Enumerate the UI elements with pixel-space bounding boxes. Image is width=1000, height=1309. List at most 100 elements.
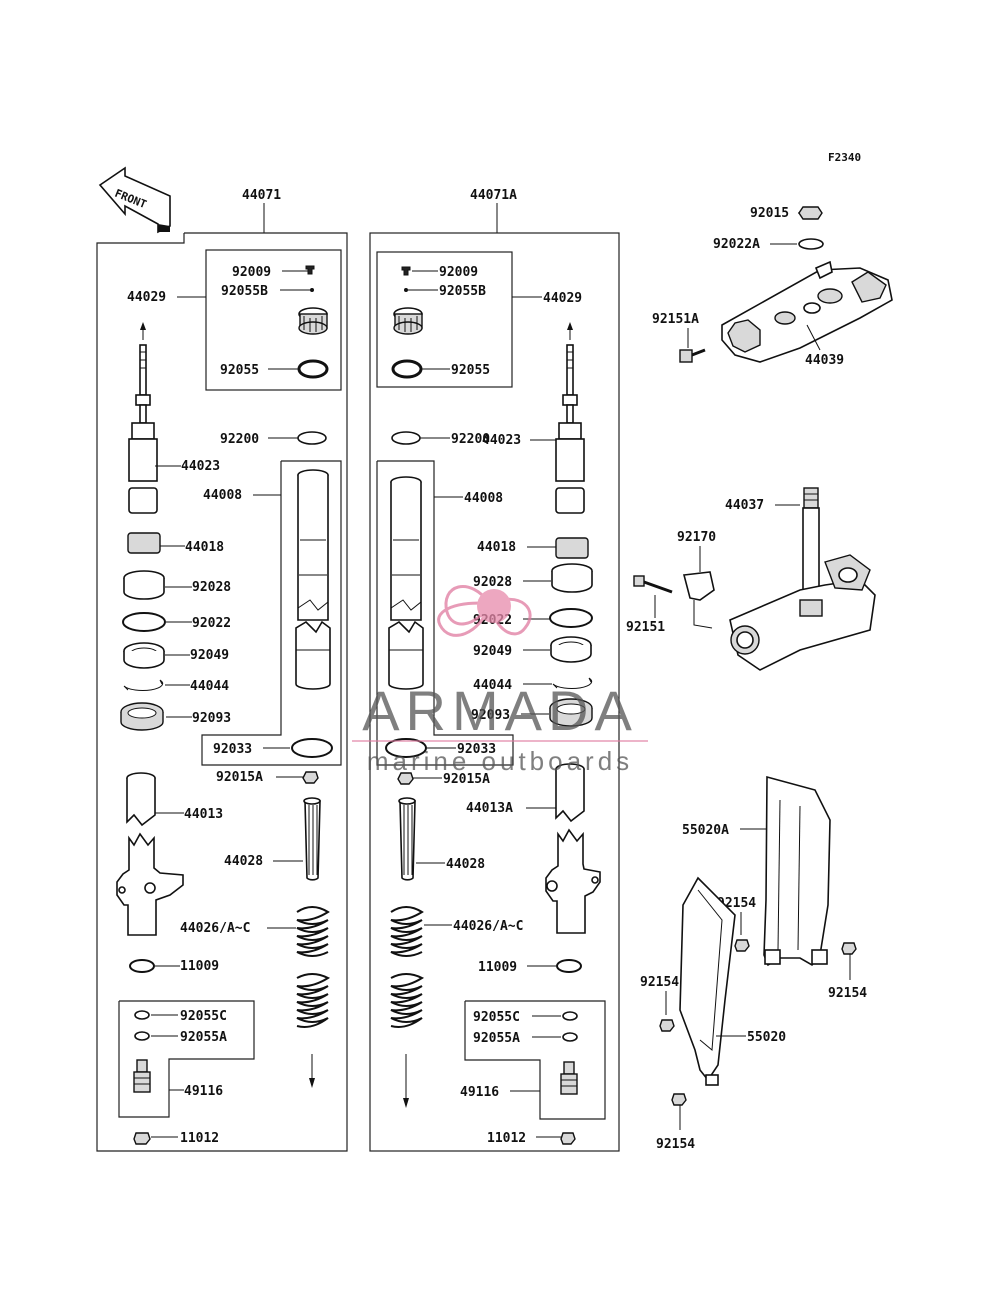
label-44028: 44028 [446, 857, 485, 872]
o-ring-icon [562, 1032, 578, 1042]
label-92154-d: 92154 [656, 1137, 695, 1152]
o-ring-icon [391, 359, 423, 379]
bolt-icon [841, 942, 857, 955]
label-92154-c: 92154 [640, 975, 679, 990]
label-44044: 44044 [473, 678, 512, 693]
armada-watermark: ARMADA marine outboards [352, 585, 648, 776]
label-92015A: 92015A [216, 770, 263, 785]
circlip-icon [123, 679, 164, 691]
top-clamp-icon [721, 260, 893, 363]
label-92049: 92049 [190, 648, 229, 663]
label-49116: 49116 [184, 1084, 223, 1099]
label-11012: 11012 [180, 1131, 219, 1146]
bushing-icon [555, 537, 589, 559]
spring-guide-icon [398, 797, 416, 881]
label-92151A: 92151A [652, 312, 699, 327]
label-92009: 92009 [232, 265, 271, 280]
watermark-tagline: marine outboards [367, 746, 633, 776]
propeller-logo-icon [437, 585, 532, 637]
label-44037: 44037 [725, 498, 764, 513]
assembly-label-44071: 44071 [242, 188, 281, 203]
label-44023: 44023 [482, 433, 521, 448]
washer-icon [798, 238, 824, 250]
steering-stem-icon [729, 487, 876, 671]
circlip-icon [552, 677, 593, 689]
gasket-icon [556, 959, 582, 973]
damper-rod-icon [128, 322, 158, 514]
dust-seal-icon [120, 702, 164, 731]
label-44039: 44039 [805, 353, 844, 368]
bushing-ring-icon [123, 570, 165, 600]
label-55020: 55020 [747, 1030, 786, 1045]
label-49116: 49116 [460, 1085, 499, 1100]
valve-icon [560, 1061, 578, 1095]
label-44023: 44023 [181, 459, 220, 474]
nut-icon [302, 771, 319, 784]
label-44018: 44018 [477, 540, 516, 555]
watermark-brand: ARMADA [362, 679, 638, 742]
oil-seal-icon [123, 642, 165, 669]
label-92055: 92055 [451, 363, 490, 378]
label-92154-b: 92154 [828, 986, 867, 1001]
o-ring-icon [291, 738, 333, 758]
label-92009: 92009 [439, 265, 478, 280]
label-92028: 92028 [473, 575, 512, 590]
label-92055C: 92055C [473, 1010, 520, 1025]
steering-stem-group: 44037 92170 92151 [626, 487, 876, 671]
label-11009: 11009 [478, 960, 517, 975]
label-92055B: 92055B [439, 284, 486, 299]
label-44008: 44008 [464, 491, 503, 506]
label-92151: 92151 [626, 620, 665, 635]
label-44013: 44013 [184, 807, 223, 822]
spring-icon [390, 906, 425, 1108]
label-44028: 44028 [224, 854, 263, 869]
inner-tube-icon [295, 469, 331, 690]
label-44008: 44008 [203, 488, 242, 503]
label-11009: 11009 [180, 959, 219, 974]
bushing-icon [127, 532, 161, 554]
left-fork-assembly: 44071 92009 92055B 92055 44029 [96, 188, 348, 1152]
nut-icon [397, 772, 414, 785]
label-44018: 44018 [185, 540, 224, 555]
washer-icon [297, 431, 327, 445]
assembly-label-44071A: 44071A [470, 188, 517, 203]
label-92022A: 92022A [713, 237, 760, 252]
fork-cap-icon [298, 307, 328, 335]
label-92093: 92093 [471, 708, 510, 723]
nut-icon [560, 1132, 576, 1145]
damper-rod-icon [555, 322, 585, 514]
bolt-icon [734, 939, 750, 952]
fork-guard-icon [763, 775, 831, 967]
o-ring-icon [562, 1011, 578, 1021]
label-92170: 92170 [677, 530, 716, 545]
clamp-icon [682, 571, 715, 601]
top-clamp-group: 92015 92022A 92151A 44039 [652, 206, 893, 368]
nut-icon [798, 206, 823, 220]
label-11012: 11012 [487, 1131, 526, 1146]
label-92033: 92033 [457, 742, 496, 757]
label-44026: 44026/A~C [453, 919, 523, 934]
inner-tube-icon [388, 476, 424, 690]
o-ring-icon [134, 1010, 150, 1020]
label-92055A: 92055A [180, 1030, 227, 1045]
label-44029: 44029 [127, 290, 166, 305]
label-92033: 92033 [213, 742, 252, 757]
bushing-ring-icon [551, 563, 593, 593]
label-92093: 92093 [192, 711, 231, 726]
bolt-icon [305, 265, 315, 275]
label-92055: 92055 [220, 363, 259, 378]
gasket-icon [129, 959, 155, 973]
spring-icon [296, 906, 331, 1088]
o-ring-icon [297, 359, 329, 379]
label-92200: 92200 [451, 432, 490, 447]
right-fork-assembly: 44071A 92009 92055B 92055 44029 92200 [369, 188, 620, 1152]
bolt-icon [633, 575, 673, 594]
valve-icon [133, 1059, 151, 1093]
label-92049: 92049 [473, 644, 512, 659]
label-44026: 44026/A~C [180, 921, 250, 936]
label-44029: 44029 [543, 291, 582, 306]
fork-cap-icon [393, 307, 423, 335]
bolt-icon [671, 1093, 687, 1106]
label-92015: 92015 [750, 206, 789, 221]
oil-seal-icon [550, 636, 592, 663]
